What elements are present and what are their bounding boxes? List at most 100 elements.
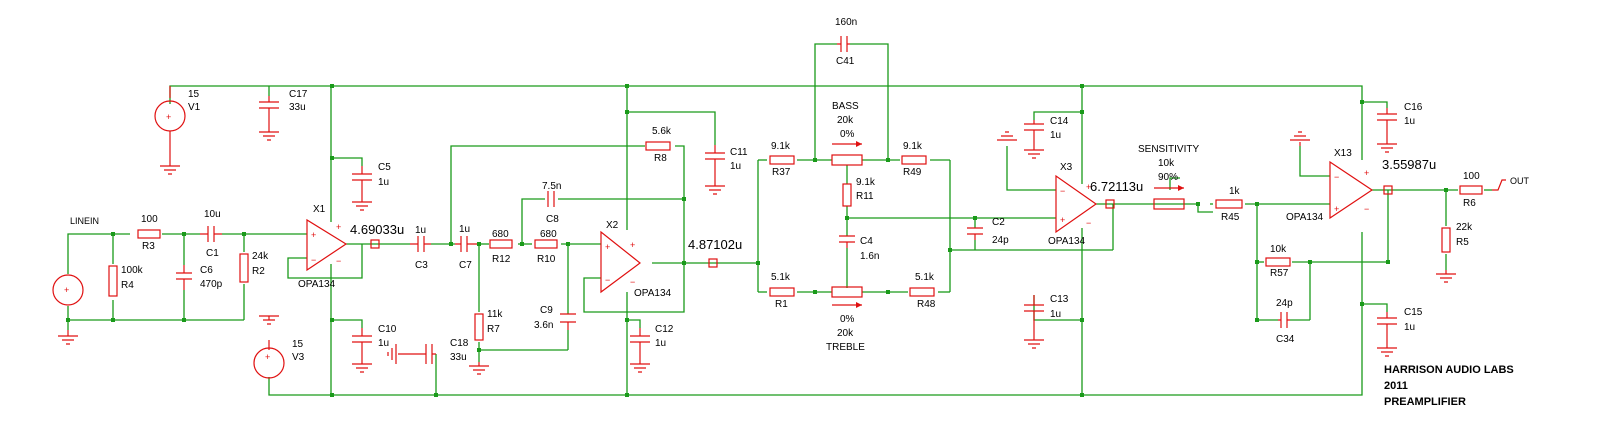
v1-name: V1	[188, 102, 201, 113]
junctions	[66, 84, 1448, 397]
c17-name: C17	[289, 89, 308, 100]
pot-sensitivity: SENSITIVITY 10k 90%	[1138, 144, 1199, 210]
r1-name: R1	[775, 299, 788, 310]
c13-value: 1u	[1050, 309, 1061, 320]
c16-value: 1u	[1404, 116, 1415, 127]
r5-name: R5	[1456, 237, 1469, 248]
v1-value: 15	[188, 89, 200, 100]
bass-label: BASS	[832, 101, 859, 112]
x2-name: X2	[606, 220, 619, 231]
x3-name: X3	[1060, 162, 1073, 173]
output-terminal: OUT	[1492, 176, 1530, 191]
source-linein: + LINEIN	[52, 216, 99, 306]
c7-value: 1u	[459, 224, 470, 235]
c18-value: 33u	[450, 352, 467, 363]
r4-name: R4	[121, 280, 134, 291]
r3-name: R3	[142, 241, 155, 252]
probe-x3-out: 6.72113u	[1090, 179, 1143, 194]
probe-x2-out: 4.87102u	[688, 237, 742, 252]
svg-text:−: −	[311, 255, 316, 265]
sensitivity-label: SENSITIVITY	[1138, 144, 1199, 155]
c34-value: 24p	[1276, 298, 1293, 309]
r2-value: 24k	[252, 251, 269, 262]
r49-name: R49	[903, 167, 922, 178]
svg-text:+: +	[605, 242, 610, 252]
x1-name: X1	[313, 204, 326, 215]
r6-name: R6	[1463, 198, 1476, 209]
title-block: HARRISON AUDIO LABS 2011 PREAMPLIFIER	[1384, 364, 1514, 408]
r4-value: 100k	[121, 265, 144, 276]
c14-value: 1u	[1050, 130, 1061, 141]
c6-name: C6	[200, 265, 213, 276]
c10-name: C10	[378, 324, 397, 335]
c10-value: 1u	[378, 338, 389, 349]
c4-value: 1.6n	[860, 251, 879, 262]
r57-value: 10k	[1270, 244, 1287, 255]
svg-text:+: +	[265, 352, 270, 362]
c34-name: C34	[1276, 334, 1295, 345]
x3-model: OPA134	[1048, 236, 1085, 247]
r37-name: R37	[772, 167, 791, 178]
c8-value: 7.5n	[542, 181, 561, 192]
r6-value: 100	[1463, 171, 1480, 182]
treble-setting: 0%	[840, 314, 855, 325]
out-label: OUT	[1510, 176, 1530, 186]
r8-value: 5.6k	[652, 126, 672, 137]
voltage-probes: 4.69033u 4.87102u 6.72113u 3.55987u	[350, 157, 1436, 268]
x13-model: OPA134	[1286, 212, 1323, 223]
c14-name: C14	[1050, 116, 1069, 127]
r7-name: R7	[487, 324, 500, 335]
pot-bass: BASS 20k 0%	[831, 101, 863, 166]
r12-name: R12	[492, 254, 511, 265]
svg-text:+: +	[336, 222, 341, 232]
pot-treble: 0% 20k TREBLE	[826, 286, 865, 353]
r12-value: 680	[492, 229, 509, 240]
svg-text:+: +	[1364, 168, 1369, 178]
c7-name: C7	[459, 260, 472, 271]
svg-text:+: +	[64, 285, 69, 295]
c11-name: C11	[730, 147, 748, 158]
r48-value: 5.1k	[915, 272, 935, 283]
svg-text:−: −	[336, 256, 341, 266]
r11-value: 9.1k	[856, 177, 876, 188]
opamp-x13: − + + − X13 OPA134	[1286, 148, 1374, 223]
c18-name: C18	[450, 338, 469, 349]
title-line-1: HARRISON AUDIO LABS	[1384, 364, 1514, 376]
c1-value: 10u	[204, 209, 221, 220]
svg-text:−: −	[1086, 218, 1091, 228]
probe-x13-out: 3.55987u	[1382, 157, 1436, 172]
opamp-x3: − + + − X3 OPA134	[1048, 162, 1098, 247]
c6-value: 470p	[200, 279, 223, 290]
title-line-2: 2011	[1384, 380, 1408, 392]
linein-label: LINEIN	[70, 216, 99, 226]
c9-name: C9	[540, 305, 553, 316]
opamp-x1: + − + − X1 OPA134	[298, 204, 348, 290]
c3-value: 1u	[415, 225, 426, 236]
r3-value: 100	[141, 214, 158, 225]
treble-label: TREBLE	[826, 342, 865, 353]
capacitors: 10u C1 1u C3 1u C7 7.5n C8 160n C41 24p …	[176, 17, 1423, 364]
x13-name: X13	[1334, 148, 1352, 159]
r45-name: R45	[1221, 212, 1240, 223]
svg-text:−: −	[1364, 204, 1369, 214]
c17-value: 33u	[289, 102, 306, 113]
svg-text:+: +	[166, 112, 171, 122]
c15-value: 1u	[1404, 322, 1415, 333]
r8-name: R8	[654, 153, 667, 164]
c12-value: 1u	[655, 338, 666, 349]
sensitivity-setting: 90%	[1158, 172, 1178, 183]
resistors: 100 R3 680 R12 680 R10 5.6k R8 9.1k R37 …	[108, 126, 1483, 341]
source-v3: + 15 V3	[253, 339, 305, 379]
wiring	[67, 43, 1492, 396]
probe-x1-out: 4.69033u	[350, 222, 404, 237]
c1-name: C1	[206, 248, 219, 259]
r11-name: R11	[856, 191, 874, 202]
v3-name: V3	[292, 352, 305, 363]
opamp-x2: + − + − X2 OPA134	[600, 220, 671, 299]
source-v1: + 15 V1	[154, 86, 201, 156]
treble-value: 20k	[837, 328, 854, 339]
r49-value: 9.1k	[903, 141, 923, 152]
c2-name: C2	[992, 217, 1005, 228]
svg-text:+: +	[1086, 182, 1091, 192]
